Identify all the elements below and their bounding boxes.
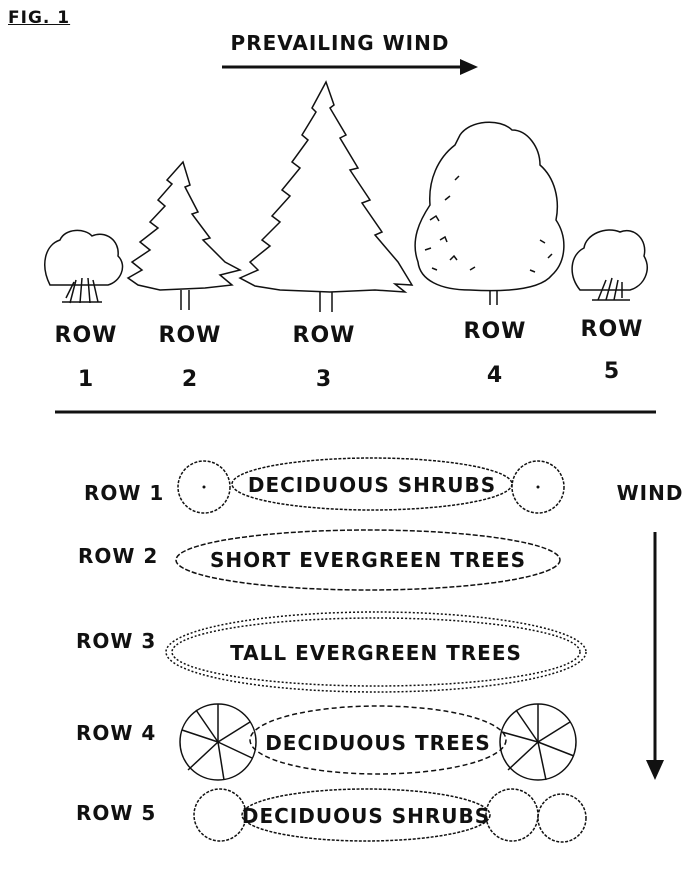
row3-tall-evergreen-plan-icon: [165, 611, 587, 693]
plan-row4-description: DECIDUOUS TREES: [265, 731, 491, 755]
row5-shrub-elevation-icon: [571, 229, 648, 301]
row5-shrubs-plan-icon: [193, 788, 587, 843]
row4-deciduous-trees-plan-icon: [179, 703, 577, 781]
row3-tall-evergreen-elevation-icon: [238, 80, 414, 312]
elevation-row-labels: ROW 1 ROW 2 ROW 3 ROW 4 ROW 5: [55, 317, 644, 392]
plan-row1-label: ROW 1: [84, 481, 164, 505]
elevation-row2-number: 2: [182, 367, 198, 392]
elevation-row3-number: 3: [316, 367, 332, 392]
row2-short-evergreen-plan-icon: [175, 529, 561, 591]
elevation-row1-number: 1: [78, 367, 94, 392]
elevation-row2-word: ROW: [159, 323, 222, 348]
figure-label: FIG. 1: [8, 8, 71, 28]
plan-row3-description: TALL EVERGREEN TREES: [230, 641, 522, 665]
row2-short-evergreen-elevation-icon: [126, 160, 243, 310]
plan-row1-description: DECIDUOUS SHRUBS: [248, 473, 496, 497]
elevation-row5-word: ROW: [581, 317, 644, 342]
row4-deciduous-tree-elevation-icon: [414, 121, 565, 305]
plan-row5-description: DECIDUOUS SHRUBS: [242, 804, 490, 828]
wind-label: WIND: [617, 481, 684, 505]
plan-row5-label: ROW 5: [76, 801, 156, 825]
row1-shrub-elevation-icon: [44, 229, 124, 304]
plan-row2-description: SHORT EVERGREEN TREES: [210, 548, 526, 572]
plan-row4-label: ROW 4: [76, 721, 156, 745]
elevation-row1-word: ROW: [55, 323, 118, 348]
wind-down-arrow-icon: [646, 532, 664, 780]
elevation-row3-word: ROW: [293, 323, 356, 348]
prevailing-wind-arrow-icon: [222, 59, 478, 75]
elevation-row5-number: 5: [604, 359, 620, 384]
elevation-row4-number: 4: [487, 363, 503, 388]
plan-row2-label: ROW 2: [78, 544, 158, 568]
plan-row3-label: ROW 3: [76, 629, 156, 653]
row1-shrubs-plan-icon: [177, 457, 565, 514]
elevation-row4-word: ROW: [464, 319, 527, 344]
prevailing-wind-label: PREVAILING WIND: [231, 31, 450, 55]
